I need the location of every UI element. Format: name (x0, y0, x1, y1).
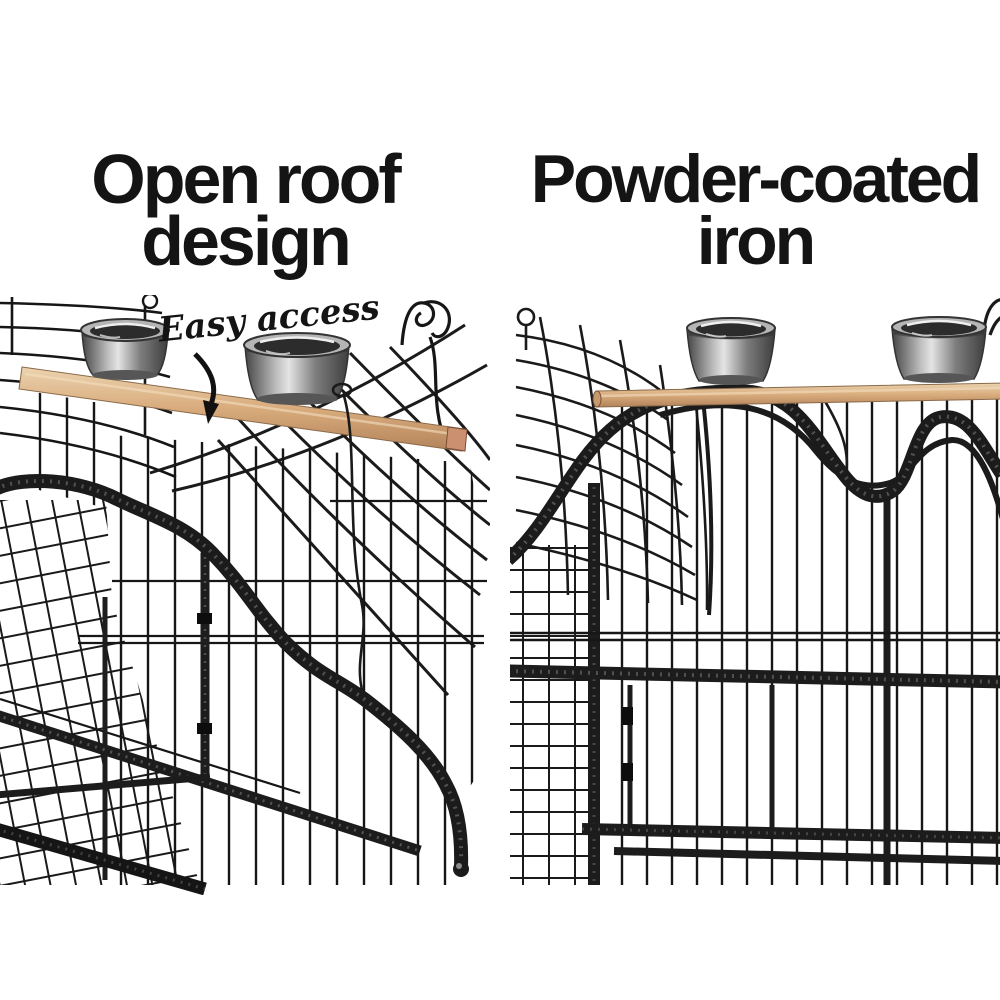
heading-right-line1: Powder-coated (530, 141, 982, 217)
steel-bowl-right-icon (891, 316, 987, 383)
roof-wave-frame (510, 384, 1000, 565)
cage-frame-curve (0, 474, 469, 877)
heading-left-line2: design (141, 202, 352, 280)
cage-illustration-left (0, 295, 490, 895)
horizontal-wires (0, 499, 487, 795)
heading-right-line2: iron (696, 203, 816, 279)
steel-bowl-left-icon (686, 317, 776, 385)
cage-illustration-right (510, 298, 1000, 885)
steel-bowl-large-icon (243, 332, 365, 691)
wooden-perch (592, 382, 1000, 408)
frame-posts (588, 483, 891, 885)
horizontal-rails (0, 710, 422, 895)
frame-posts (102, 553, 212, 880)
horizontal-rails (510, 631, 1000, 865)
arrow-icon (193, 352, 219, 424)
heading-left-line1: Open roof (91, 140, 401, 218)
steel-bowl-small-icon (80, 318, 170, 380)
wooden-perch (18, 366, 468, 452)
roof-back-wave (659, 402, 1000, 520)
